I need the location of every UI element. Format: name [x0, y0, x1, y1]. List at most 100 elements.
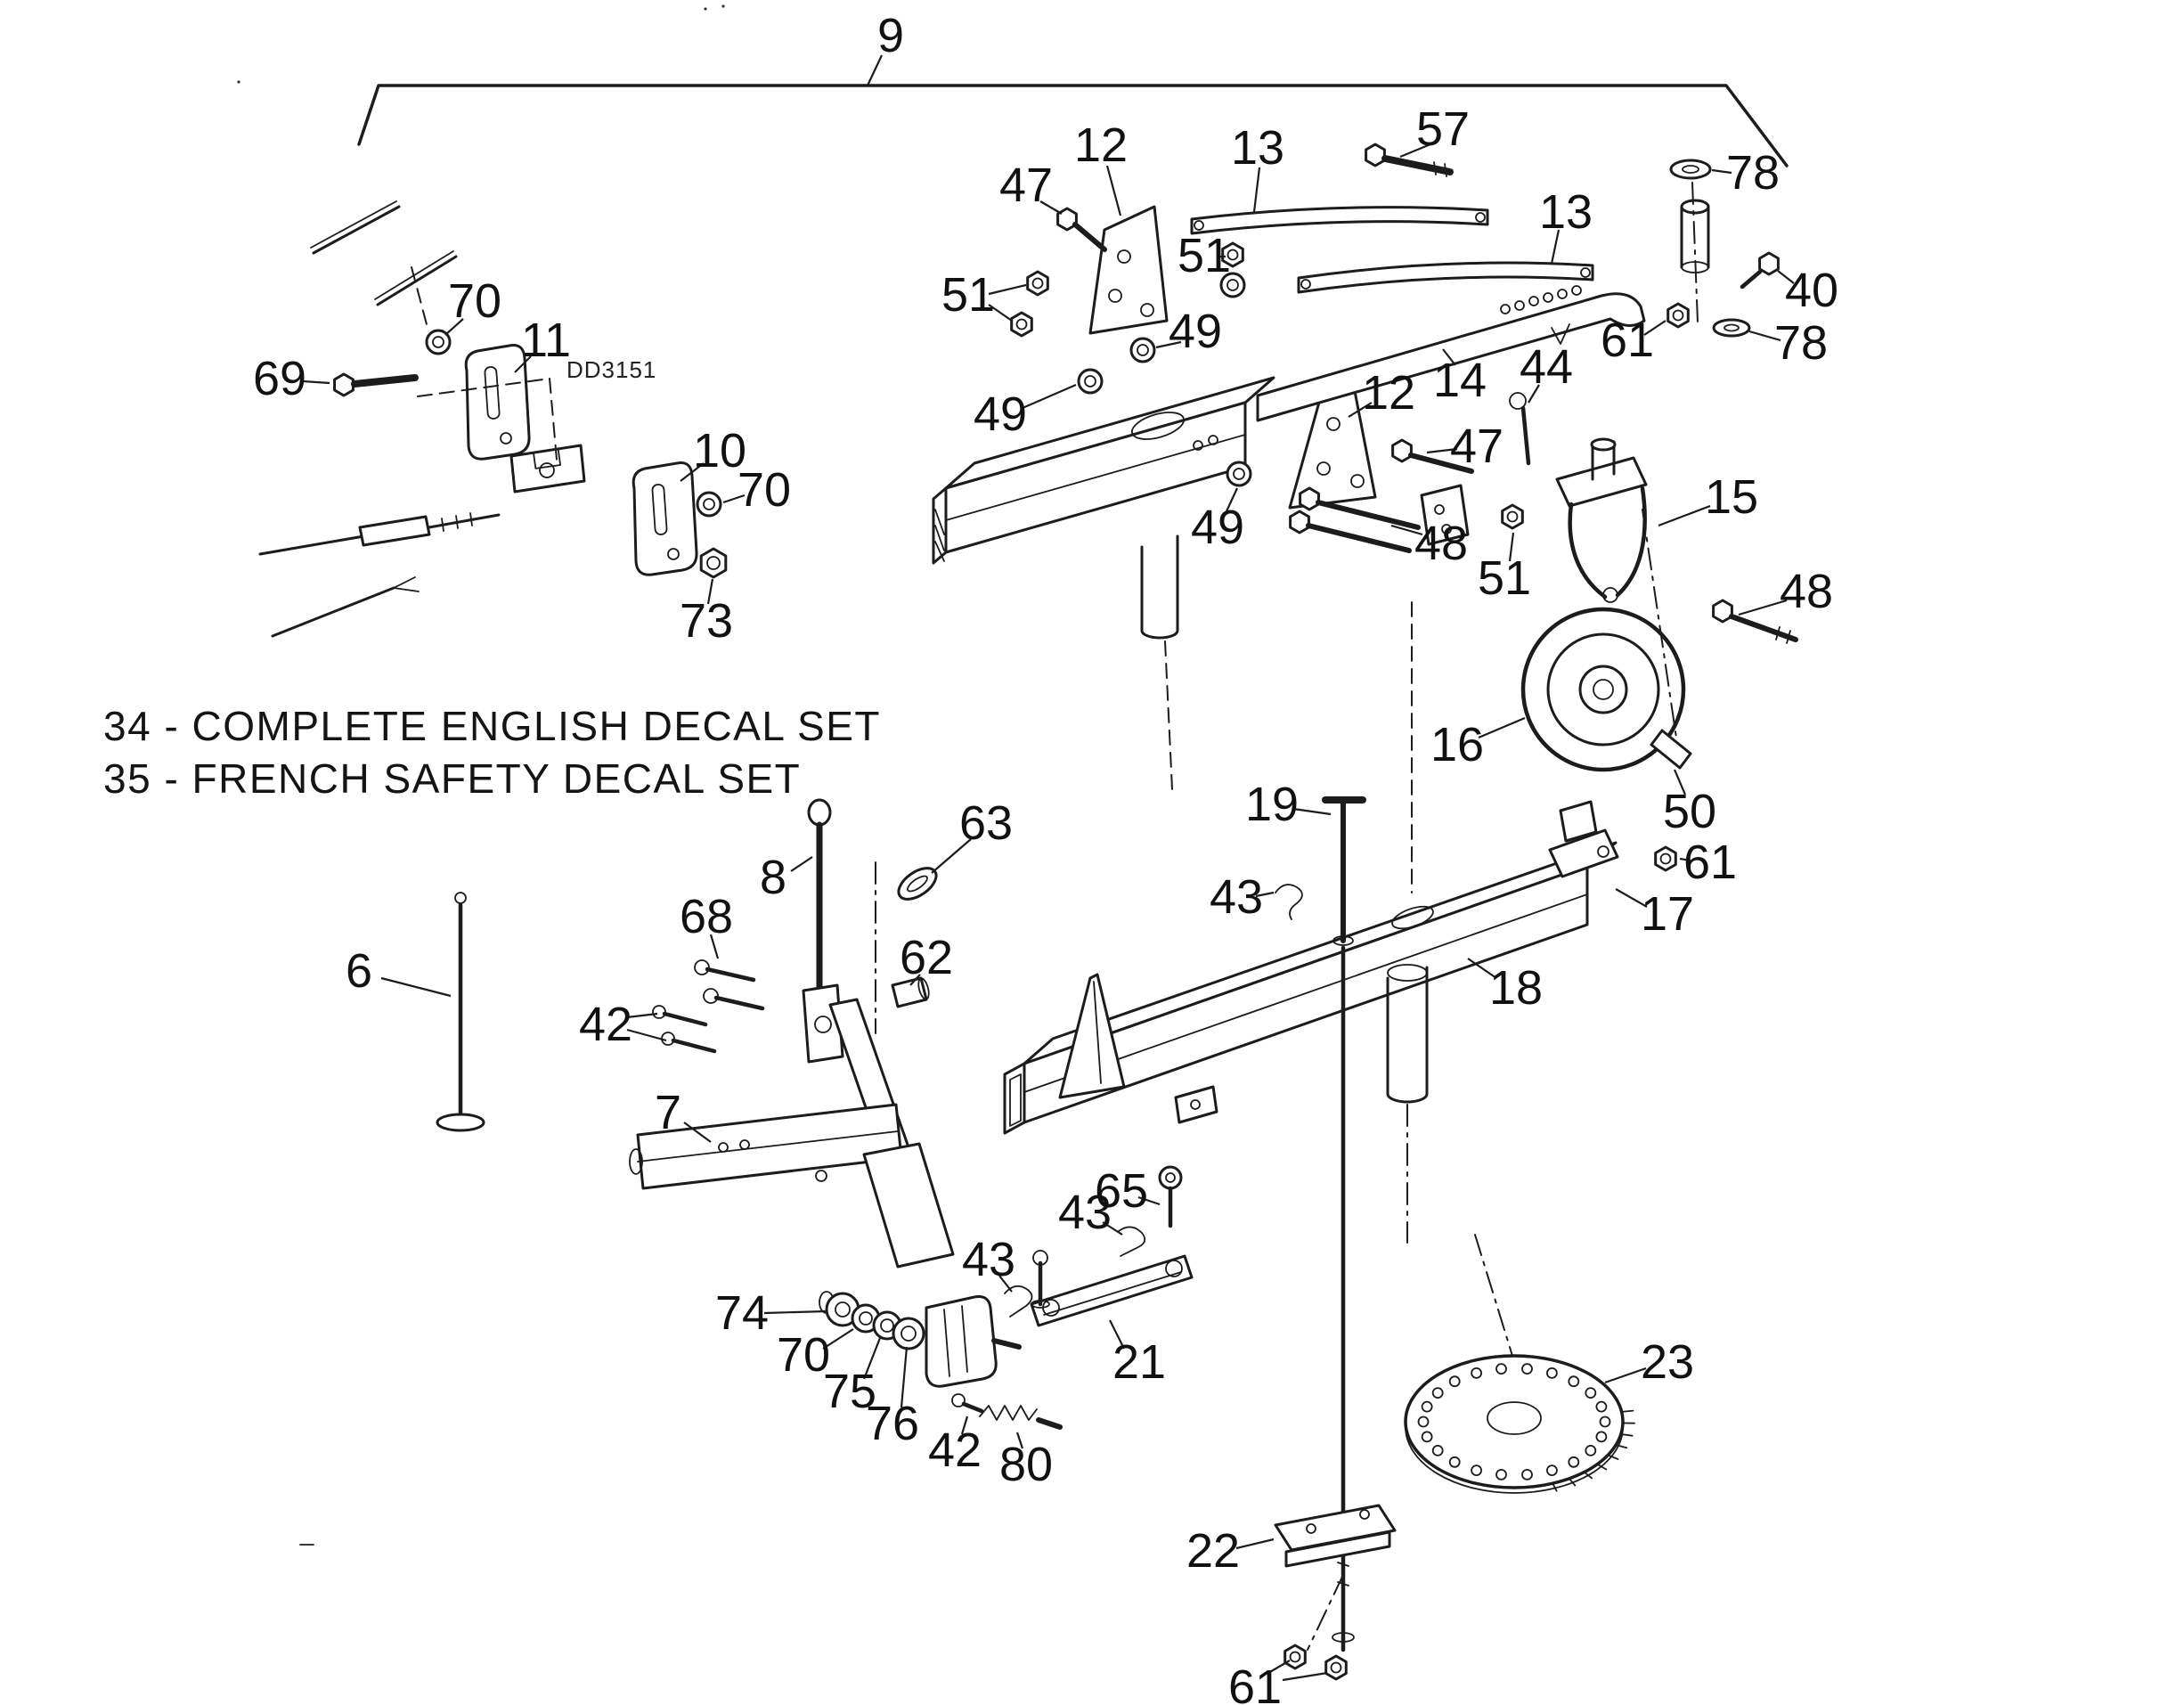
clip-43-upper — [1275, 884, 1303, 920]
callout-51-7: 51 — [1178, 229, 1231, 282]
callout-7-42: 7 — [655, 1086, 681, 1139]
part-21-link — [1030, 1254, 1194, 1327]
leader-line-49 — [1022, 383, 1077, 410]
pin-68 — [703, 988, 719, 1004]
leader-line-51 — [988, 283, 1027, 296]
callout-42-51: 42 — [928, 1424, 982, 1477]
callout-74-46: 74 — [715, 1286, 769, 1340]
part-12-plate-left — [1088, 205, 1169, 335]
bolt-48-head — [1289, 510, 1310, 534]
callout-44-19: 44 — [1520, 340, 1573, 394]
callout-12-17: 12 — [1362, 366, 1415, 420]
callout-23-53: 23 — [1641, 1335, 1694, 1389]
leader-line-12 — [1105, 165, 1122, 216]
leader-line-51 — [988, 304, 1013, 322]
callout-9-0: 9 — [877, 9, 904, 62]
bolt-48-head — [1299, 486, 1320, 511]
part-16-wheel-tire — [1520, 607, 1686, 772]
disc-tick — [1619, 1433, 1634, 1437]
callout-76-49: 76 — [866, 1397, 919, 1450]
note-french-decal-set: 35 - FRENCH SAFETY DECAL SET — [103, 755, 802, 802]
callout-49-24: 49 — [1191, 501, 1244, 554]
clip-63 — [897, 867, 938, 901]
callout-57-4: 57 — [1416, 102, 1470, 156]
part-9-assembly-bracket — [357, 84, 1789, 167]
callout-19-32: 19 — [1245, 778, 1299, 831]
leader-line-7 — [683, 1122, 712, 1143]
nut-61-upper — [1667, 302, 1690, 329]
callout-51-9: 51 — [941, 268, 995, 322]
nut-51 — [1026, 270, 1049, 297]
callout-48-27: 48 — [1780, 565, 1833, 618]
part-10-bracket — [632, 461, 698, 576]
leader-line-42 — [626, 1012, 658, 1019]
callout-12-2: 12 — [1074, 118, 1128, 172]
leader-line-69 — [302, 379, 330, 385]
callout-16-29: 16 — [1430, 718, 1484, 771]
callout-21-50: 21 — [1112, 1335, 1166, 1389]
leader-line-50 — [1673, 769, 1687, 795]
fork-leg-front — [1568, 502, 1608, 600]
turnbuckle-body — [358, 515, 431, 547]
disc-hole — [1595, 1431, 1608, 1443]
disc-hole — [1448, 1456, 1461, 1468]
disc-hole — [1421, 1431, 1433, 1443]
gusset-cone — [1058, 973, 1126, 1099]
bolt-65 — [1158, 1165, 1183, 1190]
leader-line-14 — [1442, 348, 1456, 366]
fork-leg-rear — [1615, 485, 1647, 598]
washer-78-lower — [1712, 318, 1751, 338]
disc-hole — [1585, 1387, 1597, 1399]
callout-49-16: 49 — [974, 388, 1027, 441]
callout-70-13: 70 — [448, 274, 501, 328]
leader-line-70 — [722, 494, 746, 504]
callout-8-33: 8 — [760, 851, 786, 904]
leader-line-9 — [867, 54, 883, 86]
disc-hole — [1431, 1445, 1444, 1456]
callout-78-12: 78 — [1774, 316, 1828, 370]
caster-wheel-group — [1256, 159, 1798, 772]
leader-line-74 — [763, 1309, 827, 1315]
callout-22-54: 22 — [1186, 1524, 1240, 1578]
callout-50-30: 50 — [1663, 785, 1716, 838]
part-22-plate — [1274, 1504, 1397, 1552]
pin-42-lower — [951, 1393, 966, 1407]
leader-line-23 — [1604, 1366, 1647, 1384]
leader-line-78 — [1711, 168, 1732, 175]
callout-11-14: 11 — [521, 314, 571, 367]
disc-hole — [1595, 1400, 1608, 1413]
bolt-40 — [1758, 251, 1780, 276]
disc-tick — [1615, 1444, 1628, 1449]
callout-61-11: 61 — [1601, 314, 1654, 367]
disc-hole — [1495, 1363, 1507, 1375]
nut-61-right — [1654, 845, 1677, 872]
leader-line-43 — [1255, 891, 1275, 898]
disc-hole — [1521, 1363, 1533, 1375]
callout-63-31: 63 — [959, 796, 1013, 850]
leader-line-17 — [1615, 888, 1648, 908]
part-22-channel — [1284, 1530, 1391, 1568]
washer-49 — [1077, 368, 1104, 395]
beam-cylinder — [1140, 534, 1179, 640]
leader-line-76 — [900, 1346, 909, 1408]
disc-hole — [1471, 1367, 1482, 1379]
leader-line-19 — [1292, 807, 1332, 816]
callout-6-38: 6 — [346, 944, 372, 998]
leader-line-62 — [909, 974, 921, 986]
disc-hole — [1599, 1415, 1611, 1428]
callout-75-48: 75 — [823, 1365, 876, 1418]
leader-line-70 — [822, 1328, 854, 1350]
washer-49 — [1226, 461, 1252, 487]
hitch-beam-group — [932, 143, 1594, 893]
callout-61-55: 61 — [1228, 1660, 1282, 1705]
drawbar-extension — [862, 1142, 955, 1269]
disc-tick — [1620, 1409, 1634, 1413]
leader-line-65 — [1137, 1195, 1161, 1206]
callout-43-45: 43 — [962, 1233, 1015, 1286]
disc-hole — [1448, 1375, 1461, 1388]
washer-78-upper — [1669, 159, 1712, 180]
leader-line-18 — [1467, 958, 1497, 979]
disc-hole — [1568, 1456, 1580, 1468]
